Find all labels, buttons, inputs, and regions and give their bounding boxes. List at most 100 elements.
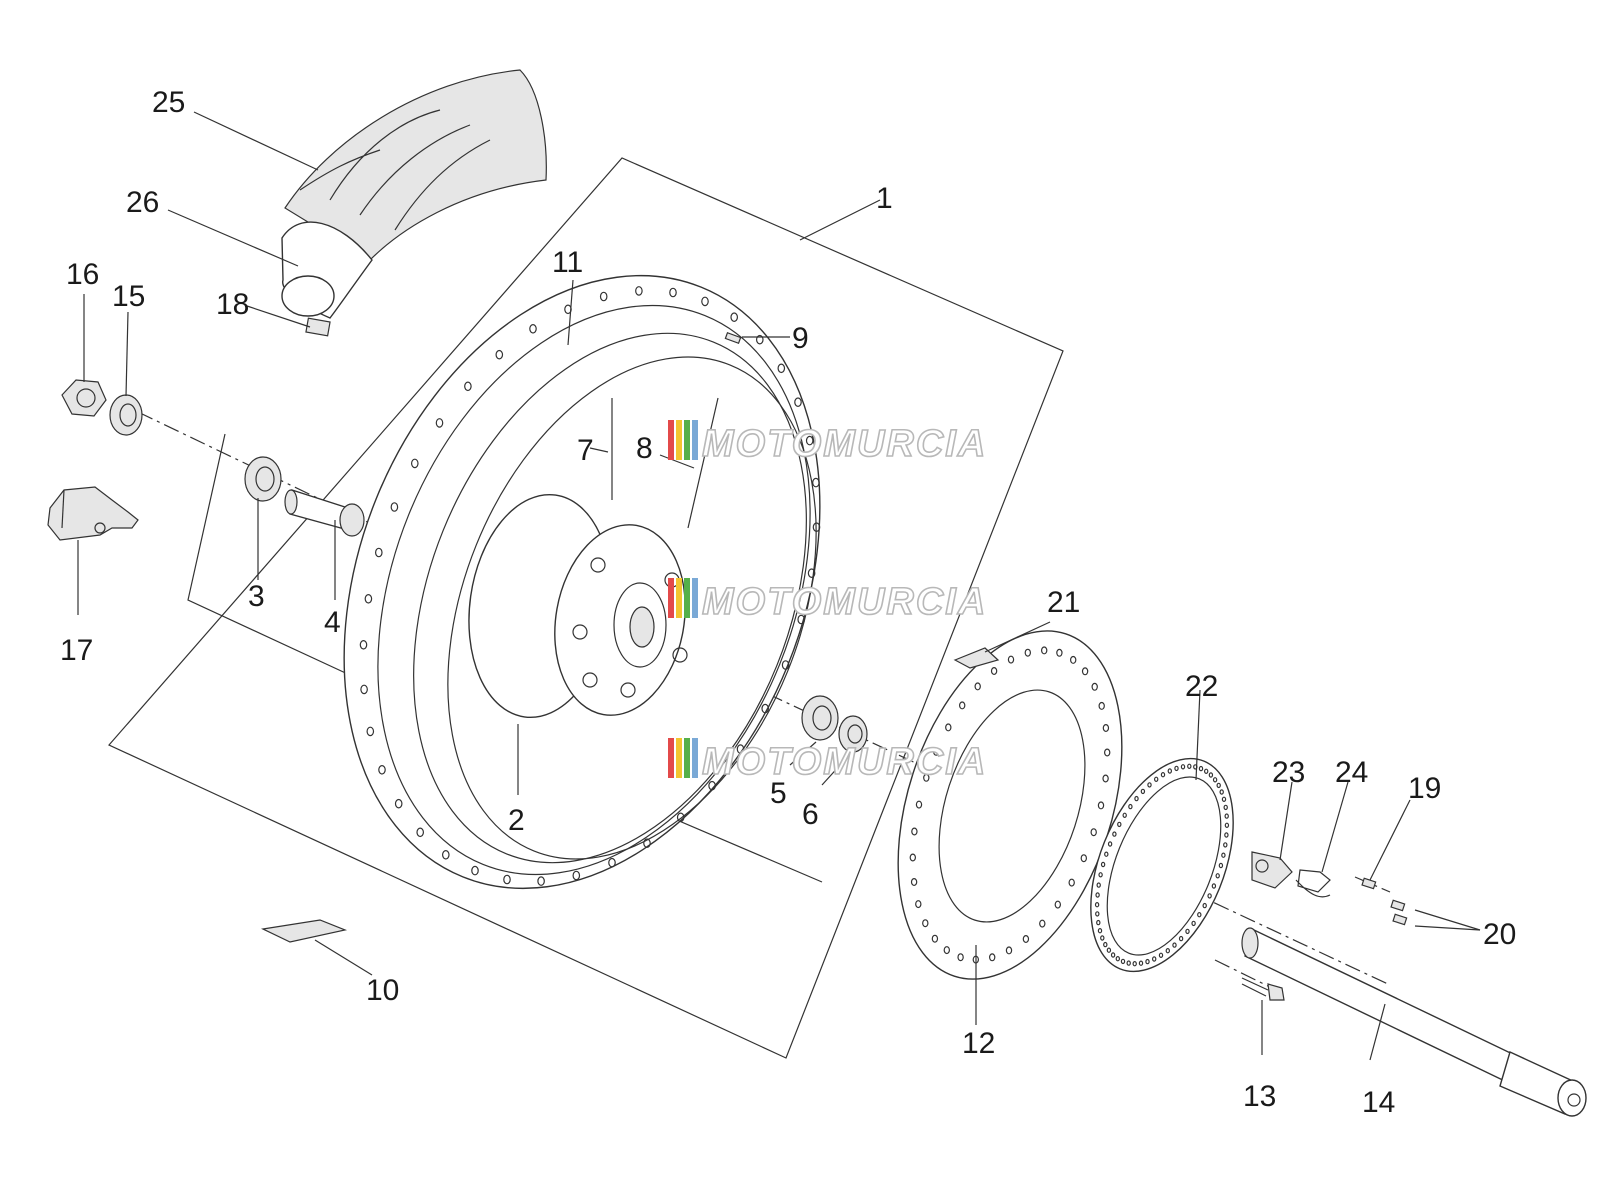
callout-2: 2 bbox=[508, 804, 525, 837]
disc-hole bbox=[957, 953, 964, 962]
disc-hole bbox=[1069, 655, 1077, 664]
rim-hole bbox=[761, 703, 770, 714]
rim-hole bbox=[360, 684, 368, 695]
ring-tooth bbox=[1224, 822, 1230, 829]
disc-hole bbox=[1102, 723, 1110, 732]
disc-hole bbox=[1054, 900, 1062, 909]
rim-hole bbox=[794, 397, 802, 407]
callout-26: 26 bbox=[126, 186, 159, 219]
ring-tooth bbox=[1167, 768, 1173, 774]
rim-hole bbox=[807, 568, 816, 578]
rim-hole bbox=[572, 870, 581, 881]
svg-text:MOTOMURCIA: MOTOMURCIA bbox=[702, 741, 987, 783]
disc-hole bbox=[945, 723, 952, 732]
rim-hole bbox=[390, 502, 399, 512]
ring-tooth bbox=[1151, 956, 1157, 962]
spoke-nipple bbox=[724, 332, 742, 344]
rim-hole bbox=[359, 639, 368, 650]
sensor-screw-lines bbox=[1354, 876, 1391, 893]
callout-12: 12 bbox=[962, 1027, 995, 1060]
rim-hole bbox=[812, 477, 820, 488]
callout-17: 17 bbox=[60, 634, 93, 667]
brake-disc-holes bbox=[909, 646, 1111, 964]
ring-tooth bbox=[1097, 928, 1103, 934]
rim-hole bbox=[643, 838, 651, 848]
ring-tooth bbox=[1191, 920, 1196, 927]
seal-ring-right bbox=[838, 715, 868, 753]
ring-tooth bbox=[1224, 832, 1229, 838]
axle-nut bbox=[61, 379, 107, 417]
ring-tooth bbox=[1100, 935, 1105, 941]
ring-tooth bbox=[1115, 956, 1121, 962]
ring-tooth bbox=[1223, 804, 1228, 811]
callout-22: 22 bbox=[1185, 670, 1218, 703]
disc-hole bbox=[1056, 648, 1063, 657]
disc-hole bbox=[1081, 667, 1089, 676]
rim-hole bbox=[364, 593, 373, 604]
ring-tooth bbox=[1158, 952, 1164, 959]
balance-weight bbox=[261, 919, 348, 943]
callout-19: 19 bbox=[1408, 772, 1441, 805]
ring-tooth bbox=[1103, 941, 1108, 948]
rim-hole bbox=[701, 296, 709, 307]
callout-18: 18 bbox=[216, 288, 249, 321]
callout-25: 25 bbox=[152, 86, 185, 119]
ring-tooth bbox=[1207, 893, 1212, 899]
disc-hole bbox=[915, 800, 923, 809]
rim-band bbox=[305, 317, 331, 337]
disc-hole bbox=[1022, 934, 1030, 943]
rim-hole bbox=[378, 764, 386, 775]
wheel-hub bbox=[468, 493, 688, 719]
callout-5: 5 bbox=[770, 777, 787, 810]
sensor-bracket bbox=[1295, 869, 1331, 898]
ring-tooth bbox=[1212, 777, 1218, 783]
disc-hole bbox=[943, 946, 951, 955]
rim-hole bbox=[781, 660, 790, 670]
rim-hole bbox=[805, 435, 814, 446]
ring-tooth bbox=[1219, 789, 1224, 795]
rim-hole bbox=[435, 418, 444, 428]
ring-tooth bbox=[1096, 882, 1101, 888]
rim-hole bbox=[366, 726, 375, 737]
callout-16: 16 bbox=[66, 258, 99, 291]
ring-tooth bbox=[1095, 911, 1100, 917]
disc-hole bbox=[989, 953, 996, 962]
rim-spoke-holes bbox=[359, 286, 821, 886]
inner-tube bbox=[281, 221, 373, 319]
ring-tooth bbox=[1132, 961, 1137, 967]
ring-tooth bbox=[1096, 919, 1101, 926]
rim-hole bbox=[755, 334, 764, 345]
disc-hole bbox=[923, 773, 930, 782]
speed-sensor-bracket bbox=[47, 486, 139, 541]
brake-disc bbox=[897, 630, 1123, 980]
ring-tooth bbox=[1174, 765, 1179, 772]
callout-7: 7 bbox=[577, 434, 594, 467]
ring-tooth bbox=[1112, 831, 1117, 837]
disc-hole bbox=[1080, 854, 1088, 863]
disc-hole bbox=[1102, 774, 1109, 783]
ring-tooth bbox=[1107, 841, 1113, 847]
ring-tooth bbox=[1197, 912, 1202, 918]
assembly-frame bbox=[108, 157, 1064, 1059]
callout-21: 21 bbox=[1047, 586, 1080, 619]
callout-1: 1 bbox=[876, 182, 893, 215]
disc-hole bbox=[911, 827, 918, 836]
disc-hole bbox=[990, 666, 998, 675]
rim-hole bbox=[410, 458, 419, 469]
disc-hole bbox=[915, 900, 922, 909]
rim-hole bbox=[635, 286, 643, 296]
disc-hole bbox=[1040, 646, 1048, 655]
rim-hole bbox=[416, 827, 425, 838]
rim-hole bbox=[797, 614, 806, 625]
ring-tooth bbox=[1117, 821, 1122, 828]
disc-hole bbox=[1007, 655, 1015, 664]
ring-tooth bbox=[1221, 796, 1227, 803]
ring-tooth bbox=[1172, 942, 1177, 948]
ring-tooth bbox=[1110, 952, 1116, 958]
ring-tooth bbox=[1126, 960, 1131, 966]
ring-tooth bbox=[1100, 861, 1106, 868]
bearing-right bbox=[801, 695, 839, 741]
rim-hole bbox=[812, 522, 821, 532]
ring-tooth bbox=[1122, 812, 1127, 819]
rim-hole bbox=[736, 744, 745, 754]
